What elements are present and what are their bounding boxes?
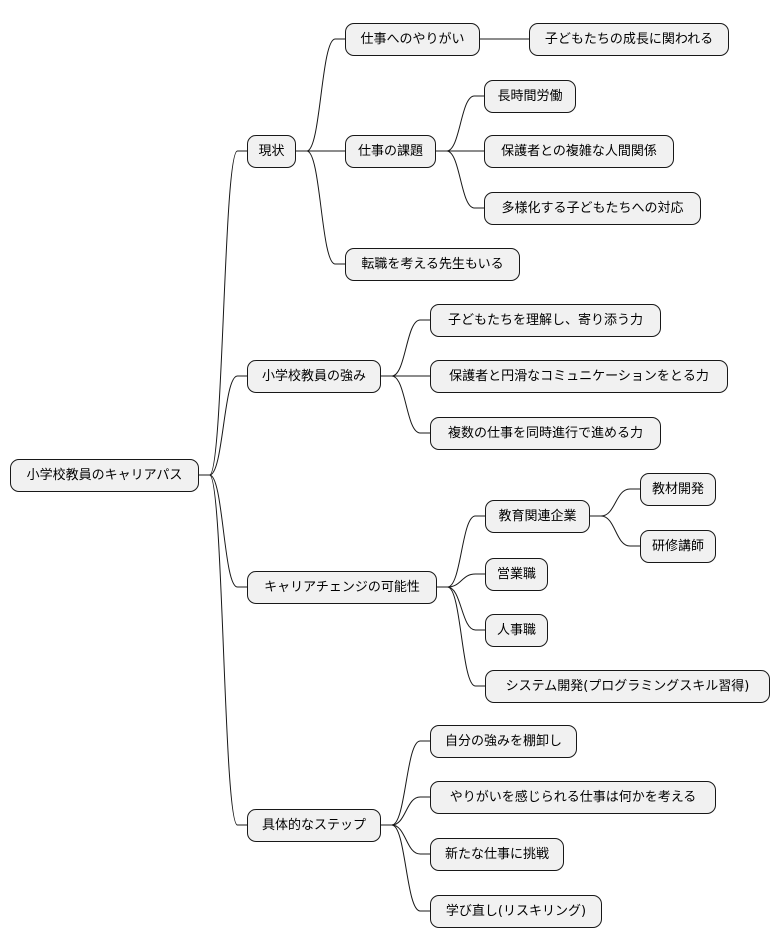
edge-branch-concrete-steps-to-node-find-rewarding-work (381, 796, 430, 826)
node-understand-children: 子どもたちを理解し、寄り添う力 (430, 303, 661, 337)
node-long-hours: 長時間労働 (484, 79, 576, 113)
edge-branch-current-status-to-node-considering-job-change (296, 150, 345, 265)
edge-branch-concrete-steps-to-node-reskilling (381, 824, 430, 912)
edge-node-education-company-to-node-training-instructor (590, 515, 640, 547)
node-training-instructor: 研修講師 (640, 529, 716, 563)
node-diverse-children: 多様化する子どもたちへの対応 (484, 191, 701, 225)
edge-root-node-to-branch-career-change (199, 474, 247, 588)
node-sales: 営業職 (485, 557, 548, 591)
edge-node-job-issues-to-node-diverse-children (436, 150, 484, 209)
node-job-issues: 仕事の課題 (345, 134, 436, 168)
node-try-new-work: 新たな仕事に挑戦 (430, 837, 564, 871)
branch-teacher-strengths: 小学校教員の強み (247, 359, 381, 393)
node-child-growth: 子どもたちの成長に関われる (529, 22, 729, 56)
edge-branch-career-change-to-node-education-company (437, 515, 485, 588)
edge-branch-concrete-steps-to-node-try-new-work (381, 824, 430, 855)
edge-node-education-company-to-node-material-development (590, 488, 640, 517)
node-parent-communication: 保護者と円滑なコミュニケーションをとる力 (430, 359, 728, 393)
node-considering-job-change: 転職を考える先生もいる (345, 247, 520, 281)
edge-branch-career-change-to-node-hr (437, 586, 485, 631)
edge-branch-teacher-strengths-to-node-understand-children (381, 319, 430, 377)
node-system-development: システム開発(プログラミングスキル習得) (485, 669, 770, 703)
branch-current-status: 現状 (247, 134, 296, 168)
node-job-rewarding: 仕事へのやりがい (345, 22, 480, 56)
edge-branch-teacher-strengths-to-node-multitasking (381, 375, 430, 434)
node-find-rewarding-work: やりがいを感じられる仕事は何かを考える (430, 780, 716, 814)
edge-branch-current-status-to-node-job-rewarding (296, 38, 345, 152)
node-hr: 人事職 (485, 613, 548, 647)
node-inventory-strengths: 自分の強みを棚卸し (430, 724, 577, 758)
edge-node-job-issues-to-node-long-hours (436, 95, 484, 152)
edge-root-node-to-branch-concrete-steps (199, 474, 247, 826)
edge-root-node-to-branch-teacher-strengths (199, 375, 247, 476)
node-multitasking: 複数の仕事を同時進行で進める力 (430, 416, 661, 450)
node-parent-relations: 保護者との複雑な人間関係 (484, 134, 674, 168)
edge-branch-concrete-steps-to-node-inventory-strengths (381, 740, 430, 826)
root-node: 小学校教員のキャリアパス (10, 458, 199, 492)
branch-career-change: キャリアチェンジの可能性 (247, 570, 437, 604)
edge-branch-career-change-to-node-system-development (437, 586, 485, 687)
edge-branch-career-change-to-node-sales (437, 573, 485, 588)
branch-concrete-steps: 具体的なステップ (247, 808, 381, 842)
node-material-development: 教材開発 (640, 472, 716, 506)
node-reskilling: 学び直し(リスキリング) (430, 894, 602, 928)
edge-root-node-to-branch-current-status (199, 150, 247, 476)
node-education-company: 教育関連企業 (485, 499, 590, 533)
